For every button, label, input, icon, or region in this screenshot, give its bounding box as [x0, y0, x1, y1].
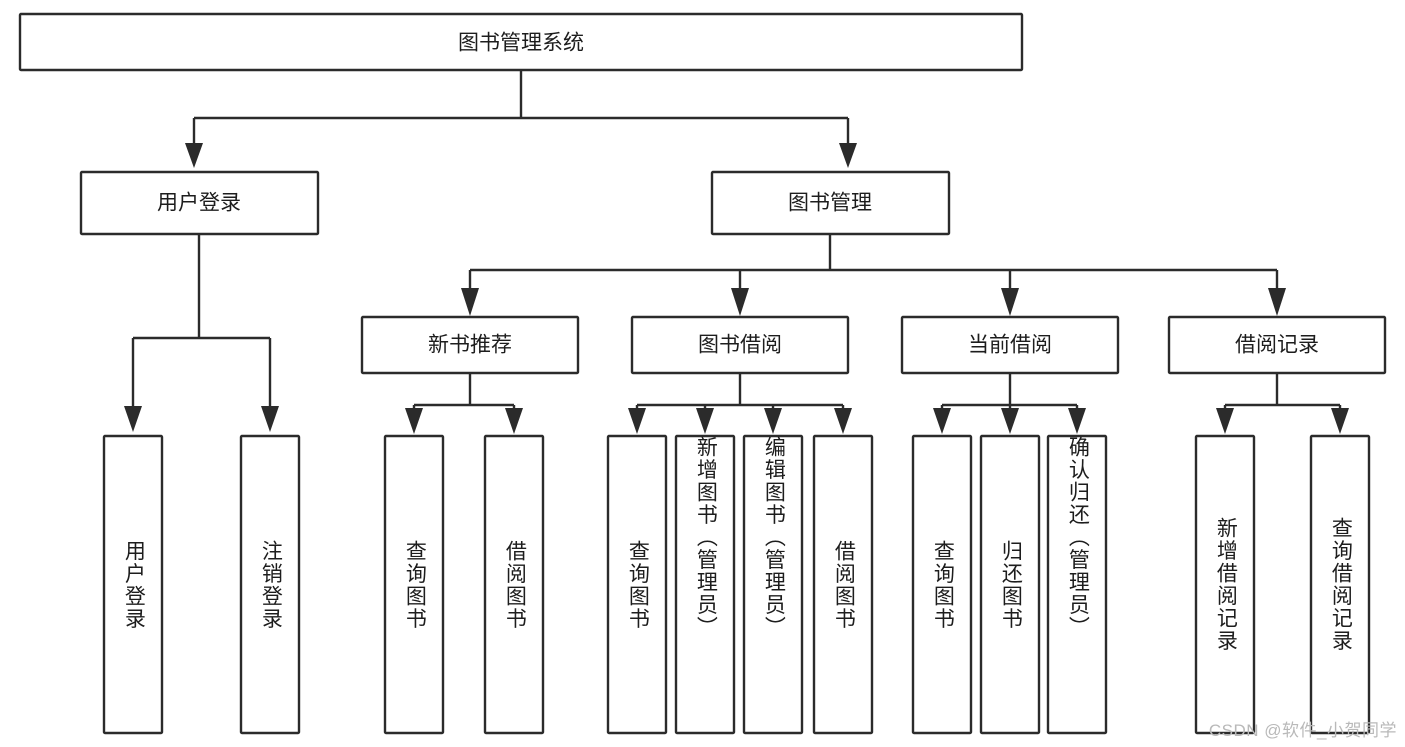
node-leaf-confirm-return[interactable]	[1046, 434, 1108, 735]
node-user-login[interactable]: 用户登录	[79, 170, 320, 236]
node-leaf-edit-book[interactable]	[742, 434, 804, 735]
connector-borrowrecord-to-leaves	[1216, 373, 1349, 434]
node-leaf-query-record[interactable]	[1309, 434, 1371, 735]
node-leaf-query-book-2[interactable]	[606, 434, 668, 735]
node-label-book-manage: 图书管理	[788, 192, 872, 215]
node-label-user-login: 用户登录	[157, 192, 241, 215]
node-leaf-return-book[interactable]	[979, 434, 1041, 735]
csdn-watermark: CSDN @软件_小贺同学	[1208, 721, 1397, 740]
node-leaf-borrow-book-2[interactable]	[812, 434, 874, 735]
node-label-new-book-recommend: 新书推荐	[428, 334, 512, 357]
connector-bookborrow-to-leaves	[628, 373, 852, 434]
node-label-current-borrow: 当前借阅	[968, 334, 1052, 357]
node-label-borrow-record: 借阅记录	[1235, 334, 1319, 357]
connector-root-to-level2	[185, 70, 857, 168]
node-leaf-add-book[interactable]	[674, 434, 736, 735]
node-leaf-user-login[interactable]	[102, 434, 164, 735]
connector-bookmanage-to-level3	[461, 234, 1286, 316]
node-book-management-system[interactable]: 图书管理系统	[18, 12, 1024, 72]
connector-newbook-to-leaves	[405, 373, 523, 434]
node-current-borrow[interactable]: 当前借阅	[900, 315, 1120, 375]
connector-currentborrow-to-leaves	[933, 373, 1086, 434]
node-leaf-query-book-1[interactable]	[383, 434, 445, 735]
node-leaf-add-record[interactable]	[1194, 434, 1256, 735]
node-new-book-recommend[interactable]: 新书推荐	[360, 315, 580, 375]
node-label-root: 图书管理系统	[458, 32, 584, 55]
node-label-book-borrow: 图书借阅	[698, 334, 782, 357]
node-leaf-logout-login[interactable]	[239, 434, 301, 735]
node-book-manage[interactable]: 图书管理	[710, 170, 951, 236]
node-leaf-borrow-book-1[interactable]	[483, 434, 545, 735]
node-book-borrow[interactable]: 图书借阅	[630, 315, 850, 375]
node-borrow-record[interactable]: 借阅记录	[1167, 315, 1387, 375]
node-leaf-query-book-3[interactable]	[911, 434, 973, 735]
connector-userlogin-to-leaves	[124, 234, 279, 432]
